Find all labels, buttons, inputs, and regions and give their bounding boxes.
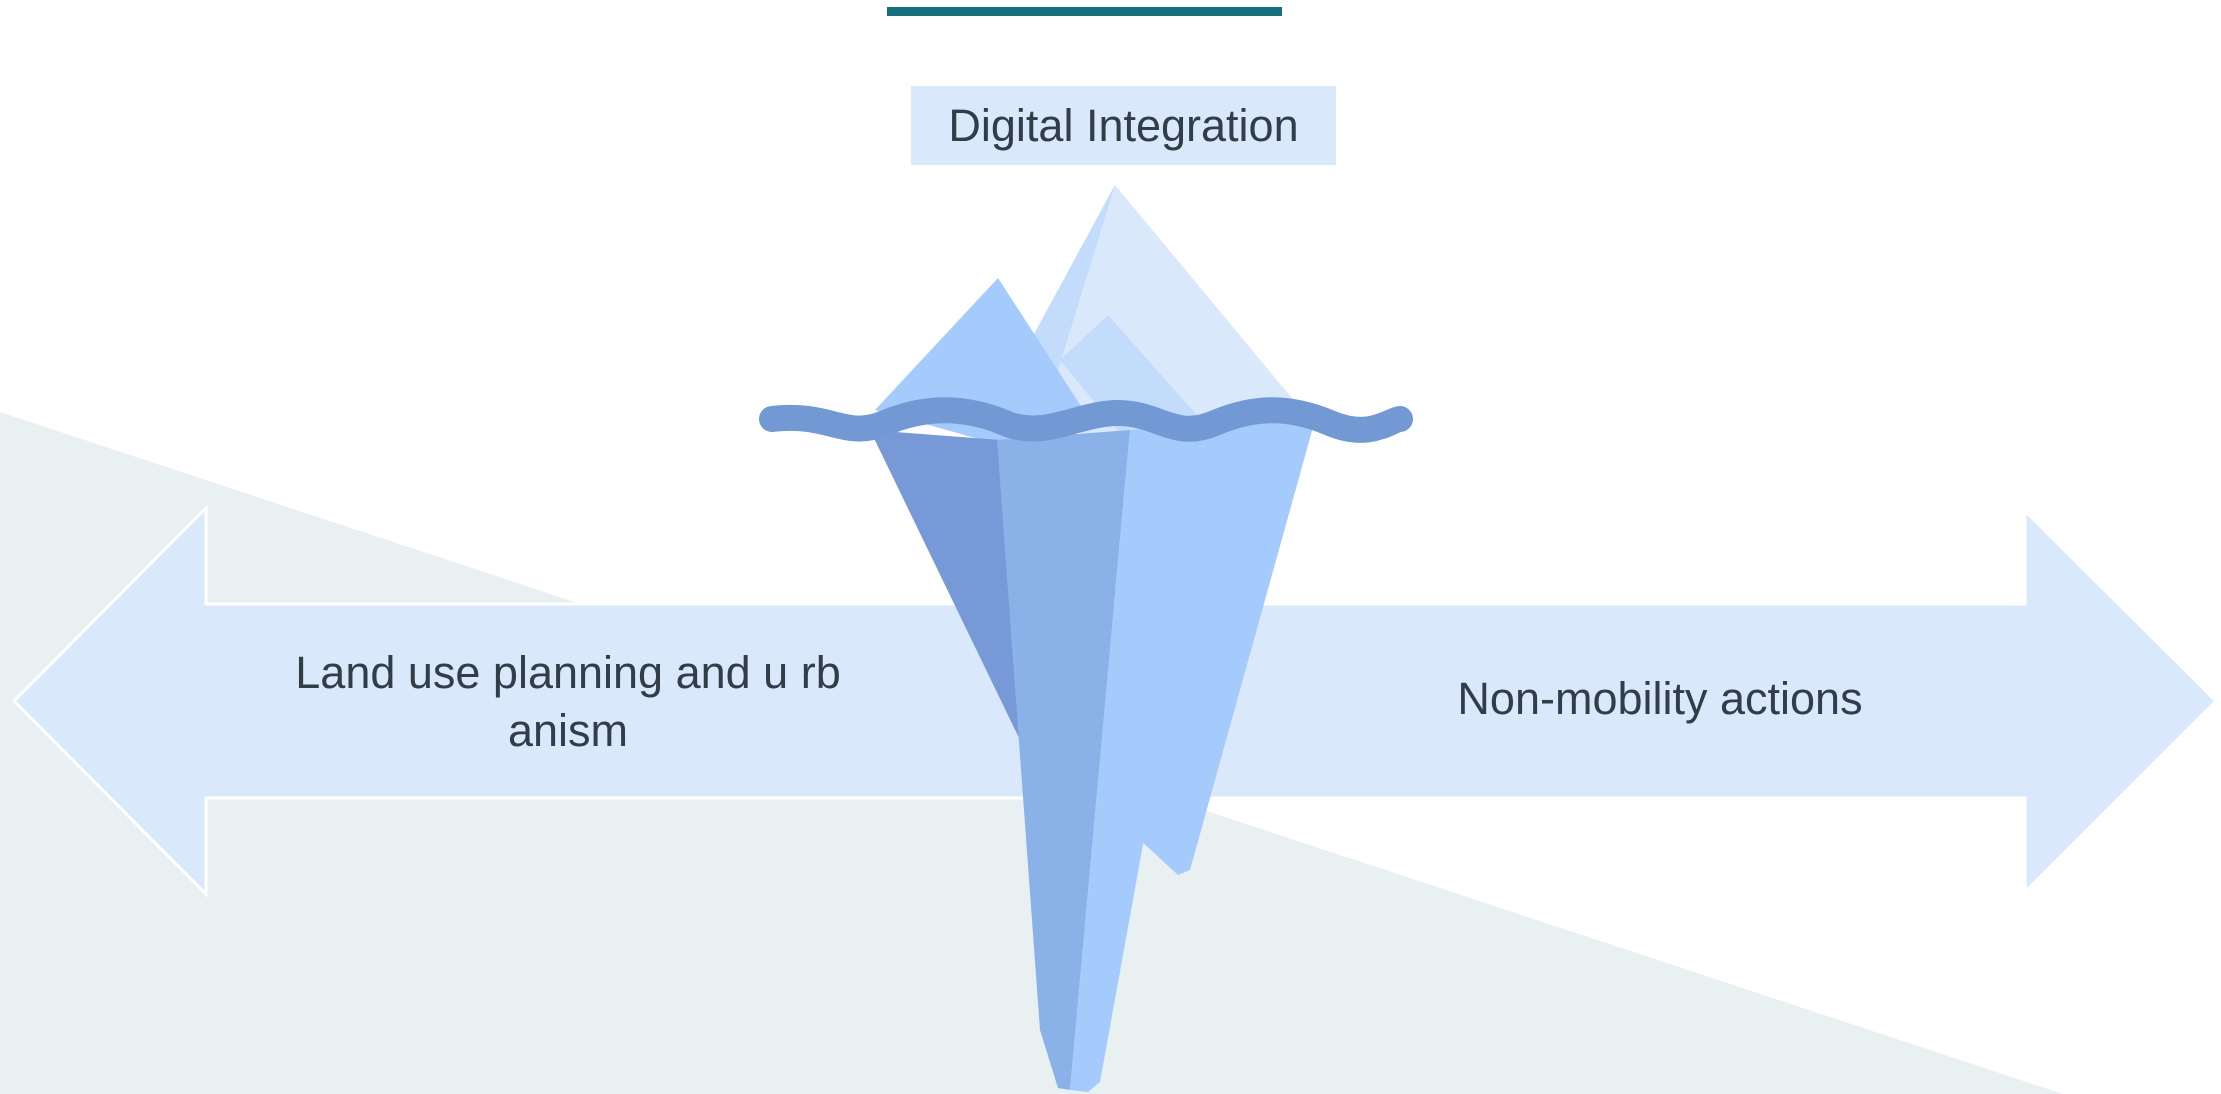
accent-bar [887,7,1282,16]
digital-integration-label: Digital Integration [911,86,1336,165]
iceberg-underwater-left [870,430,1020,740]
land-use-label: Land use planning and u rbanism [295,647,841,756]
iceberg-underwater-front [1070,430,1218,1092]
iceberg-back-peak-shade [1020,185,1115,380]
iceberg-underwater-center [997,430,1130,1090]
non-mobility-label: Non-mobility actions [1457,673,1863,724]
wave-icon [759,397,1413,443]
iceberg-icon [759,185,1413,1092]
